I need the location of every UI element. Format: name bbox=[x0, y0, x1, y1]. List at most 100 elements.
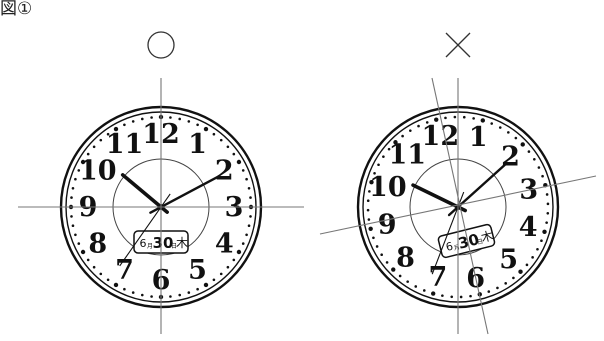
numeral-1: 1 bbox=[188, 129, 207, 160]
numeral-8: 8 bbox=[88, 229, 107, 260]
minute-dot bbox=[463, 116, 466, 119]
minute-dot bbox=[99, 139, 102, 142]
minute-dot bbox=[77, 242, 80, 245]
minute-dot bbox=[248, 224, 251, 227]
minute-dot bbox=[507, 131, 510, 134]
minute-dot bbox=[227, 145, 230, 148]
minute-dot bbox=[423, 289, 426, 292]
hour-dot bbox=[237, 250, 241, 254]
numeral-5: 5 bbox=[499, 245, 518, 276]
minute-dot bbox=[441, 294, 444, 297]
minute-dot bbox=[248, 187, 251, 190]
minute-dot bbox=[487, 290, 490, 293]
minute-dot bbox=[382, 155, 385, 158]
minute-dot bbox=[107, 279, 110, 282]
hour-dot bbox=[542, 230, 546, 234]
minute-dot bbox=[472, 117, 475, 120]
minute-dot bbox=[213, 279, 216, 282]
hour-dot bbox=[81, 250, 85, 254]
correct-mark-icon bbox=[148, 32, 174, 58]
hour-dot bbox=[521, 142, 525, 146]
minute-dot bbox=[490, 122, 493, 125]
minute-dot bbox=[123, 288, 126, 291]
minute-dot bbox=[74, 234, 77, 237]
minute-dot bbox=[536, 248, 539, 251]
minute-dot bbox=[399, 275, 402, 278]
minute-dot bbox=[444, 117, 447, 120]
minute-dot bbox=[196, 288, 199, 291]
minute-dot bbox=[93, 145, 96, 148]
minute-dot bbox=[245, 234, 248, 237]
minute-dot bbox=[528, 150, 531, 153]
minute-dot bbox=[546, 212, 549, 215]
numeral-12: 12 bbox=[422, 121, 460, 152]
minute-dot bbox=[460, 296, 463, 299]
minute-dot bbox=[515, 137, 518, 140]
minute-dot bbox=[178, 294, 181, 297]
minute-dot bbox=[132, 291, 135, 294]
minute-dot bbox=[540, 239, 543, 242]
minute-dot bbox=[249, 196, 252, 199]
minute-dot bbox=[367, 209, 370, 212]
minute-dot bbox=[377, 163, 380, 166]
minute-dot bbox=[409, 129, 412, 132]
minute-dot bbox=[496, 287, 499, 290]
date-weekday: 木 bbox=[176, 236, 188, 250]
numeral-11: 11 bbox=[106, 129, 144, 160]
minute-dot bbox=[227, 266, 230, 269]
minute-dot bbox=[141, 294, 144, 297]
minute-dot bbox=[220, 273, 223, 276]
clock-panel-correct: 1212345678910116月30日木 bbox=[18, 32, 304, 334]
minute-dot bbox=[533, 158, 536, 161]
minute-dot bbox=[213, 133, 216, 136]
minute-dot bbox=[414, 285, 417, 288]
numeral-10: 10 bbox=[369, 172, 407, 203]
numeral-4: 4 bbox=[215, 229, 234, 260]
minute-dot bbox=[386, 261, 389, 264]
minute-dot bbox=[546, 193, 549, 196]
minute-dot bbox=[547, 203, 550, 206]
hour-dot bbox=[237, 160, 241, 164]
minute-dot bbox=[242, 169, 245, 172]
minute-dot bbox=[93, 266, 96, 269]
numeral-11: 11 bbox=[389, 139, 427, 170]
numeral-1: 1 bbox=[469, 122, 488, 153]
minute-dot bbox=[538, 166, 541, 169]
numeral-2: 2 bbox=[501, 141, 520, 172]
minute-dot bbox=[188, 291, 191, 294]
numeral-5: 5 bbox=[188, 255, 207, 286]
numeral-4: 4 bbox=[519, 212, 538, 243]
minute-dot bbox=[541, 175, 544, 178]
numeral-7: 7 bbox=[428, 262, 447, 293]
minute-dot bbox=[376, 245, 379, 248]
incorrect-mark-icon bbox=[446, 33, 470, 57]
minute-dot bbox=[526, 264, 529, 267]
minute-dot bbox=[72, 187, 75, 190]
minute-dot bbox=[70, 196, 73, 199]
minute-dot bbox=[454, 116, 457, 119]
minute-dot bbox=[196, 123, 199, 126]
hour-dot bbox=[518, 270, 522, 274]
numeral-8: 8 bbox=[396, 243, 415, 274]
minute-dot bbox=[499, 126, 502, 129]
minute-dot bbox=[512, 277, 515, 280]
minute-dot bbox=[70, 215, 73, 218]
minute-dot bbox=[132, 120, 135, 123]
minute-dot bbox=[450, 295, 453, 298]
hour-dot bbox=[391, 267, 395, 271]
numeral-9: 9 bbox=[378, 210, 397, 241]
minute-dot bbox=[545, 221, 548, 224]
minute-dot bbox=[531, 256, 534, 259]
minute-dot bbox=[245, 178, 248, 181]
minute-dot bbox=[372, 236, 375, 239]
minute-dot bbox=[469, 295, 472, 298]
minute-dot bbox=[417, 125, 420, 128]
numeral-10: 10 bbox=[79, 156, 117, 187]
figure-label: 図① bbox=[0, 0, 32, 19]
date-month: 6 bbox=[140, 237, 147, 250]
minute-dot bbox=[74, 178, 77, 181]
minute-dot bbox=[368, 218, 371, 221]
minute-dot bbox=[72, 224, 75, 227]
